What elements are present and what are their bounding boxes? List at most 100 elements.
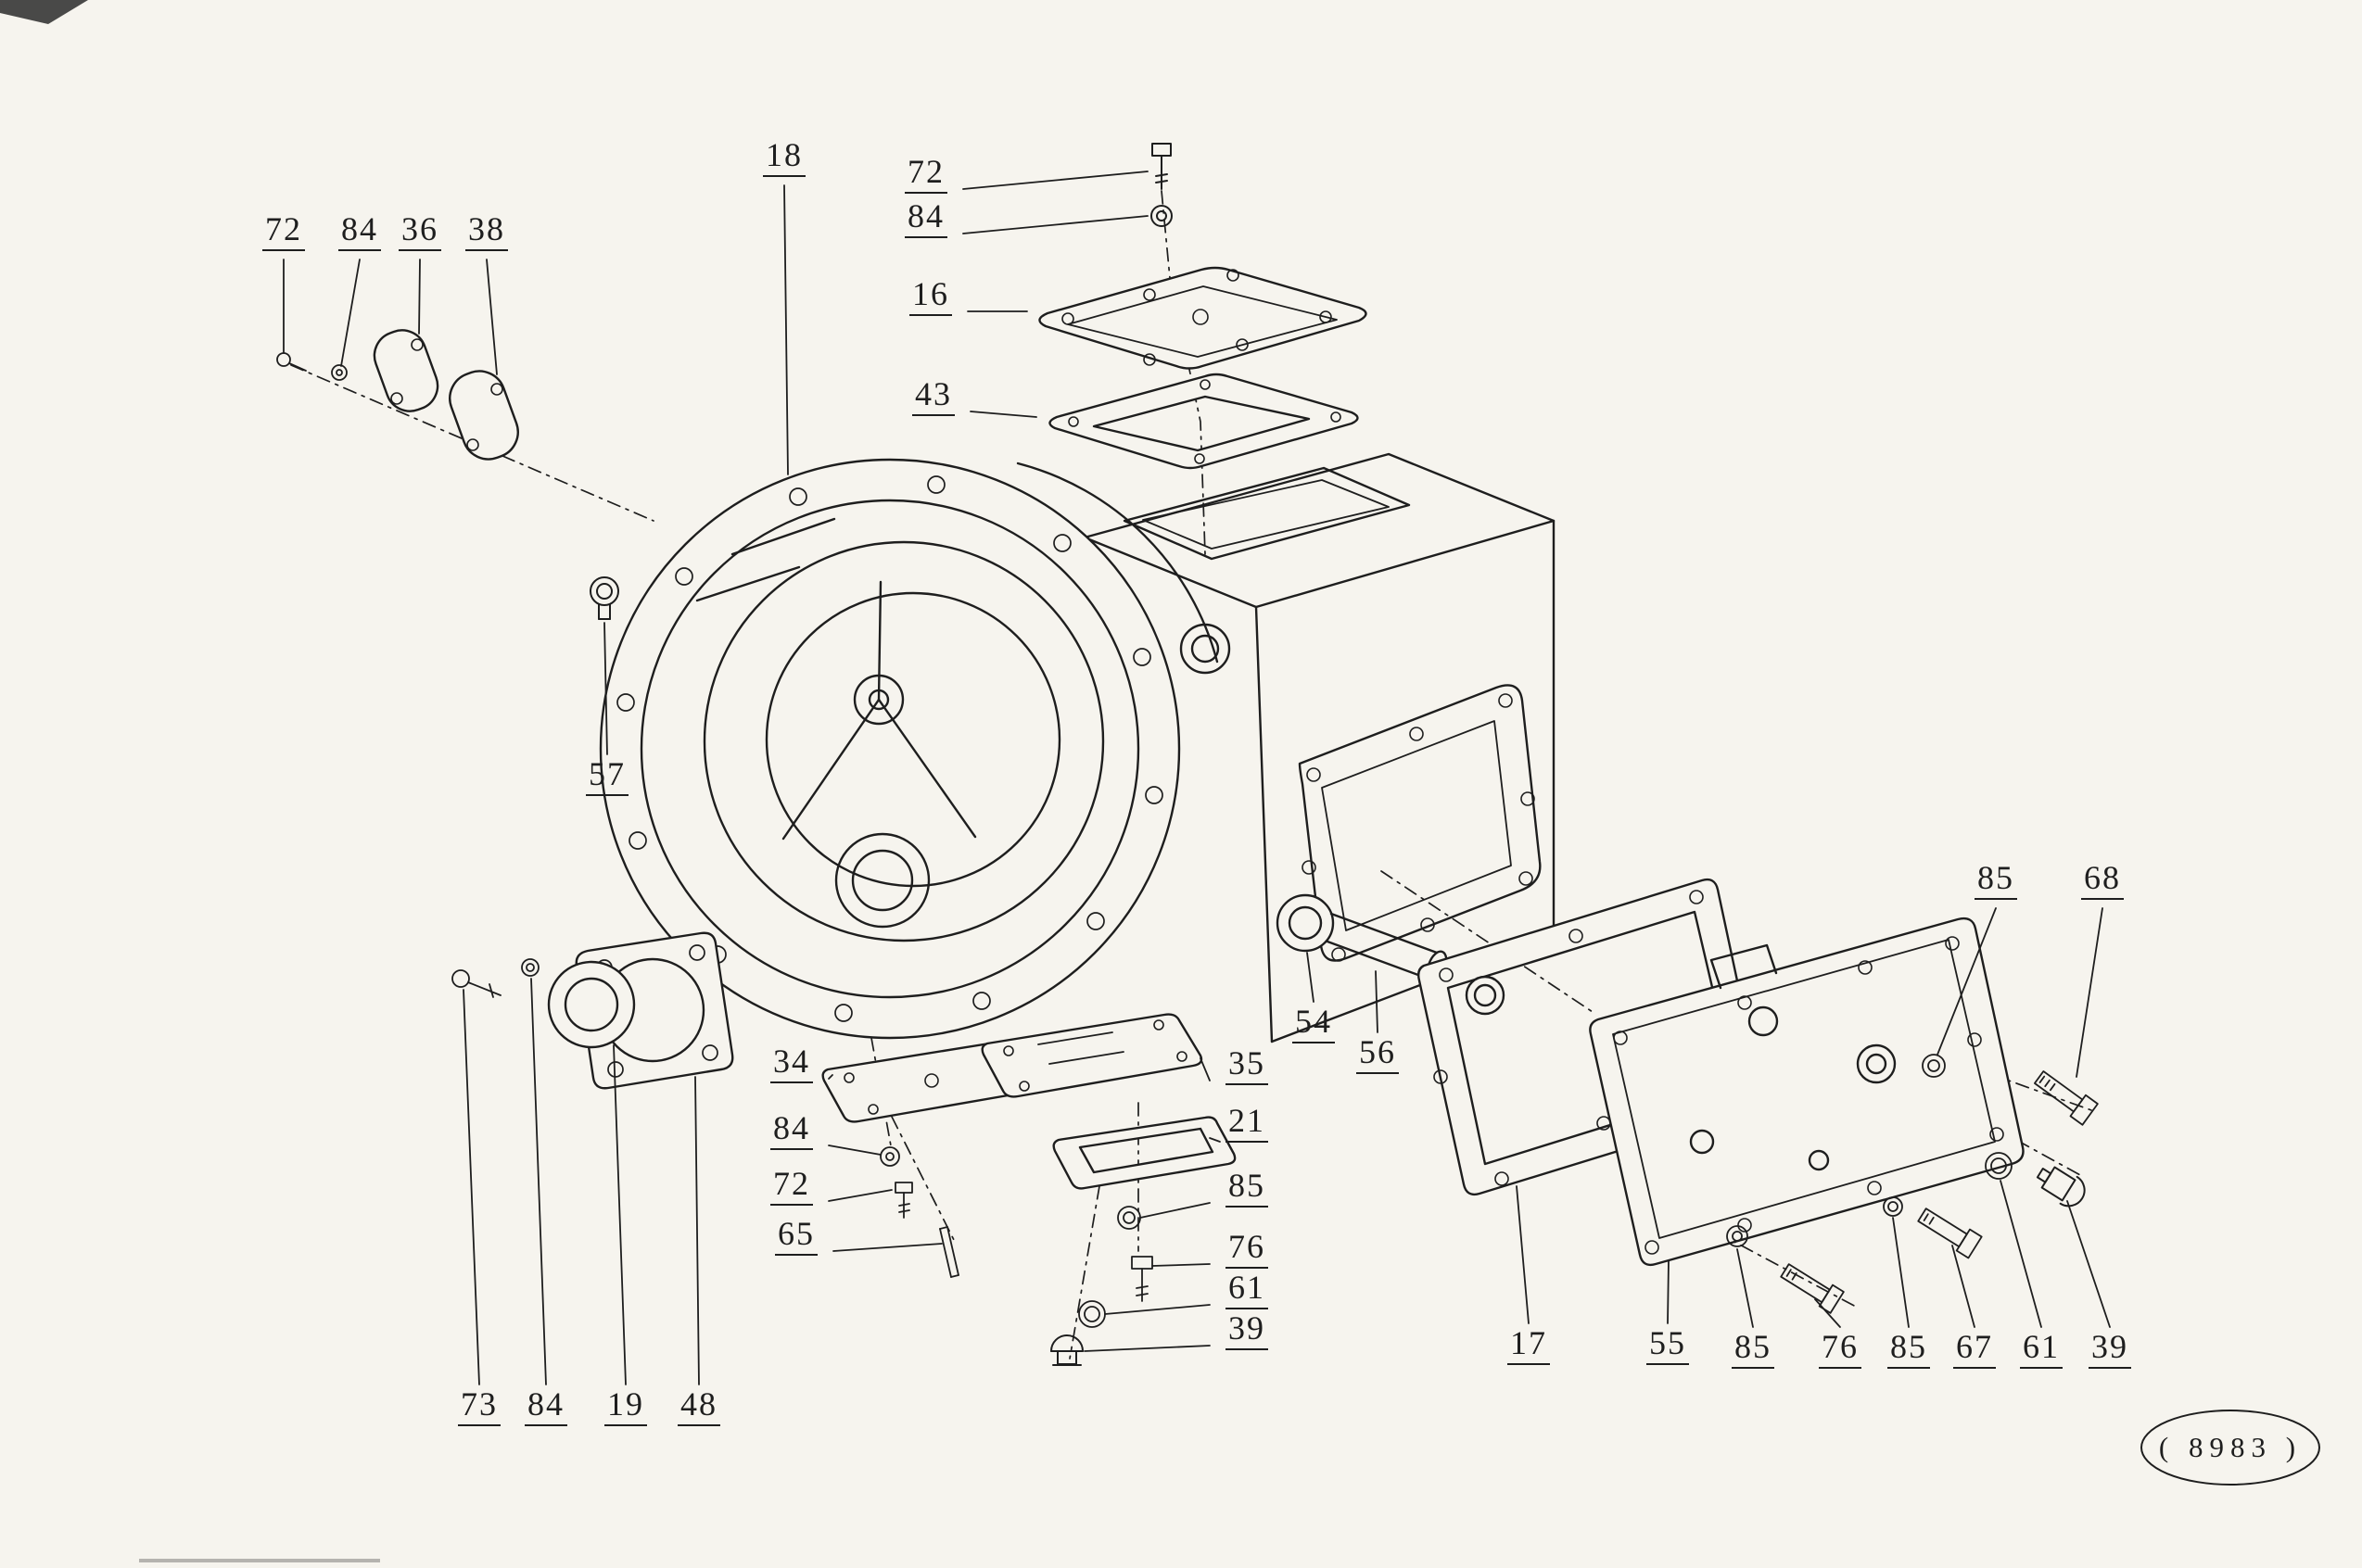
part-callout-85-10: 85 — [1975, 861, 2017, 900]
plug-39-right — [2036, 1166, 2086, 1208]
scan-artifact-marks — [0, 0, 380, 1562]
part-callout-34-12: 34 — [770, 1044, 813, 1083]
part-callout-21-15: 21 — [1225, 1104, 1268, 1143]
top-cover-gasket — [1048, 373, 1359, 470]
side-opening-bolt-holes — [1302, 693, 1535, 962]
part-callout-57-9: 57 — [586, 757, 629, 796]
part-callout-39-35: 39 — [2089, 1330, 2131, 1369]
leader-line-61-20 — [1104, 1304, 1211, 1315]
leader-line-76-19 — [1151, 1263, 1211, 1267]
leader-line-76-31 — [1814, 1298, 1841, 1328]
part-callout-65-18: 65 — [775, 1217, 818, 1256]
leader-line-36-2 — [418, 259, 421, 335]
leader-line-65-18 — [832, 1243, 943, 1252]
leader-line-84-1 — [340, 259, 361, 367]
leader-line-19-24 — [613, 1044, 627, 1385]
part-callout-56-27: 56 — [1356, 1035, 1399, 1074]
part-callout-84-6: 84 — [905, 199, 947, 238]
part-callout-18-4: 18 — [763, 138, 806, 177]
leader-line-84-14 — [828, 1144, 882, 1156]
part-callout-35-13: 35 — [1225, 1046, 1268, 1085]
top-cover-plate — [1038, 266, 1367, 370]
leader-line-18-4 — [783, 184, 789, 475]
bearing-cap-19 — [547, 960, 636, 1049]
flange-bolt-holes — [616, 475, 1163, 1022]
part-callout-68-11: 68 — [2081, 861, 2124, 900]
nut-85-right-top — [1922, 1054, 1946, 1078]
part-callout-17-28: 17 — [1507, 1326, 1550, 1365]
part-callout-84-14: 84 — [770, 1111, 813, 1150]
leader-line-68-11 — [2076, 907, 2103, 1078]
leader-line-21-15 — [1209, 1137, 1221, 1143]
leader-line-17-28 — [1516, 1185, 1530, 1324]
part-callout-85-17: 85 — [1225, 1169, 1268, 1208]
leader-line-54-26 — [1306, 952, 1314, 1003]
part-callout-85-30: 85 — [1732, 1330, 1774, 1369]
part-callout-38-3: 38 — [465, 212, 508, 251]
leader-line-84-6 — [962, 215, 1149, 234]
bolt-76-bottom — [1131, 1256, 1153, 1302]
retainer-washer-84 — [521, 958, 540, 977]
part-callout-84-1: 84 — [338, 212, 381, 251]
part-callout-72-0: 72 — [262, 212, 305, 251]
leader-line-38-3 — [486, 259, 498, 375]
part-callout-39-21: 39 — [1225, 1311, 1268, 1350]
part-callout-73-22: 73 — [458, 1387, 501, 1426]
part-callout-36-2: 36 — [399, 212, 441, 251]
part-callout-84-23: 84 — [525, 1387, 567, 1426]
part-callout-48-25: 48 — [678, 1387, 720, 1426]
bottom-gasket-21 — [1052, 1116, 1237, 1190]
inspection-cover-38 — [449, 370, 519, 461]
leader-line-57-9 — [603, 622, 608, 755]
leader-line-39-21 — [1084, 1345, 1211, 1352]
leader-line-61-34 — [2000, 1180, 2042, 1328]
part-callout-16-7: 16 — [909, 277, 952, 316]
leader-line-72-5 — [962, 171, 1149, 190]
part-callout-19-24: 19 — [604, 1387, 647, 1426]
part-callout-67-33: 67 — [1953, 1330, 1996, 1369]
bell-housing — [599, 458, 1219, 1040]
nut-85-right-lower — [1726, 1225, 1748, 1247]
leader-lines — [283, 171, 2111, 1385]
leader-line-55-29 — [1667, 1259, 1670, 1324]
leader-line-85-10 — [1937, 907, 1997, 1056]
side-cover-55 — [1589, 917, 2025, 1267]
leader-line-35-13 — [1200, 1057, 1211, 1081]
part-callout-55-29: 55 — [1646, 1326, 1689, 1365]
inspection-cover-36 — [373, 329, 439, 412]
seal-ring-61-right — [1985, 1152, 2013, 1180]
bottom-washer-84 — [880, 1146, 900, 1167]
leader-line-85-30 — [1736, 1248, 1754, 1328]
bottom-bolt-72 — [895, 1182, 913, 1219]
washer-85-right — [1883, 1196, 1903, 1217]
leader-line-85-32 — [1892, 1217, 1910, 1328]
retainer-bolt-73 — [451, 969, 502, 998]
leader-line-67-33 — [1951, 1245, 1975, 1328]
part-callout-61-20: 61 — [1225, 1271, 1268, 1309]
part-callout-76-31: 76 — [1819, 1330, 1861, 1369]
leader-line-39-35 — [2066, 1200, 2111, 1328]
leader-line-48-25 — [694, 1076, 700, 1385]
catalog-ref-code: ( 8983 ) — [2158, 1431, 2303, 1463]
bottom-plate-35 — [981, 1013, 1203, 1098]
bolt-67 — [1917, 1208, 1983, 1259]
leader-line-56-27 — [1375, 970, 1378, 1033]
ref-code-ellipse — [2140, 1410, 2320, 1486]
leader-line-34-12 — [828, 1074, 833, 1080]
plug-57 — [590, 576, 619, 620]
leader-line-73-22 — [463, 989, 480, 1385]
leader-line-84-23 — [530, 978, 547, 1385]
top-cover-bolt — [1151, 143, 1172, 190]
part-callout-85-32: 85 — [1887, 1330, 1930, 1369]
part-callout-43-8: 43 — [912, 377, 955, 416]
plug-39-bottom — [1050, 1334, 1084, 1366]
top-cover-washer — [1150, 205, 1173, 227]
bolt-68 — [2034, 1070, 2099, 1126]
part-callout-72-16: 72 — [770, 1167, 813, 1206]
part-callout-76-19: 76 — [1225, 1230, 1268, 1269]
cover-washer-84 — [331, 364, 348, 381]
leader-line-85-17 — [1139, 1202, 1211, 1219]
